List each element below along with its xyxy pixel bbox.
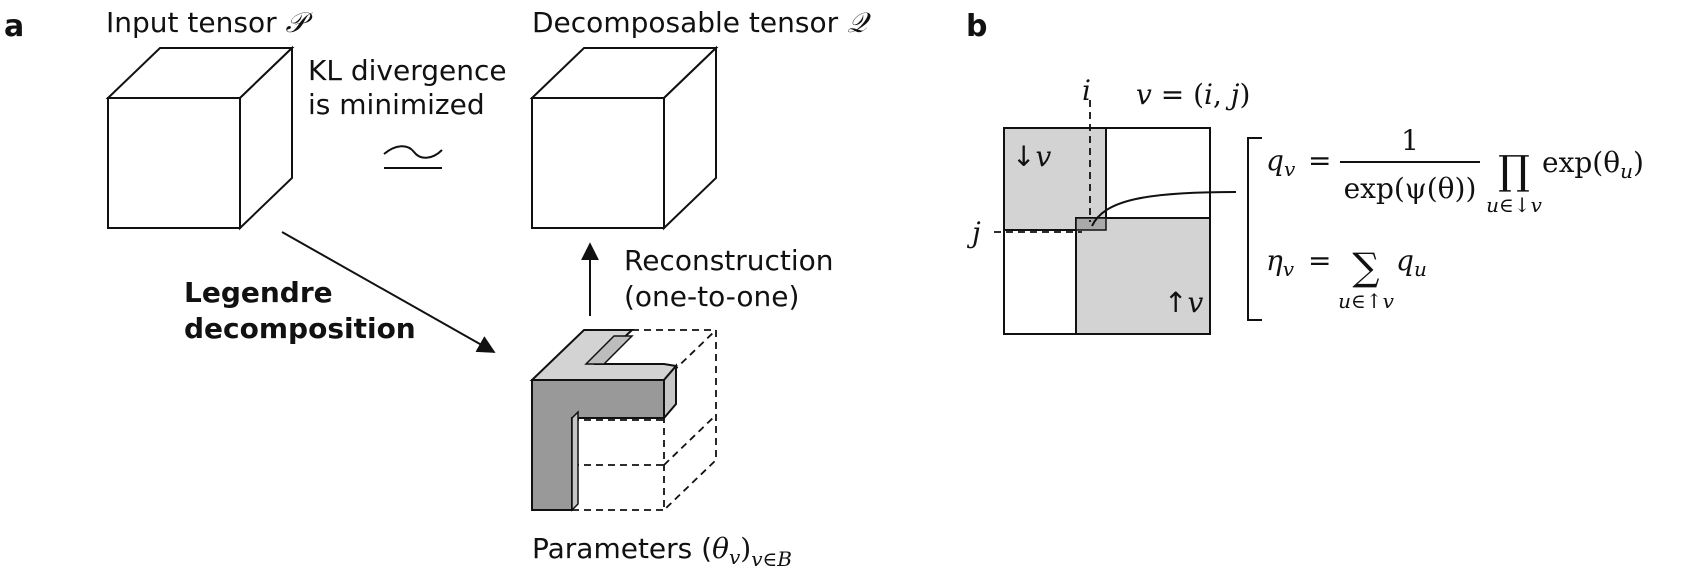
svg-text:ηv: ηv <box>1266 244 1295 281</box>
approx-symbol <box>383 145 443 169</box>
kl-divergence-label: KL divergence <box>308 54 507 87</box>
legendre-label-line2: decomposition <box>184 312 416 345</box>
svg-text:1: 1 <box>1401 124 1419 157</box>
panel-b-label: b <box>966 9 987 44</box>
svg-text:u∈↓v: u∈↓v <box>1486 193 1542 217</box>
kl-minimized-label: is minimized <box>308 88 485 121</box>
decomposable-tensor-cube <box>529 45 719 231</box>
svg-text:∏: ∏ <box>1498 148 1530 194</box>
svg-text:qv: qv <box>1266 144 1296 181</box>
legendre-arrow <box>281 231 496 353</box>
up-v-label: ↑v <box>1164 286 1203 319</box>
panel-a-label: a <box>4 9 24 44</box>
v-cell <box>1075 217 1107 231</box>
formula-bracket <box>1247 137 1262 321</box>
down-v-label: ↓v <box>1012 140 1051 173</box>
svg-text:qu: qu <box>1396 244 1427 281</box>
decomposable-tensor-label: Decomposable tensor 𝒬 <box>532 6 871 39</box>
up-v-region <box>1075 217 1211 335</box>
svg-text:exp(ψ(θ)): exp(ψ(θ)) <box>1344 172 1477 205</box>
input-tensor-cube <box>105 45 295 231</box>
j-label: j <box>966 216 981 249</box>
input-tensor-label: Input tensor 𝒫 <box>106 6 313 39</box>
reconstruction-label-line1: Reconstruction <box>624 244 834 277</box>
parameters-label: Parameters (θv)v∈B <box>532 532 792 571</box>
reconstruction-label-line2: (one-to-one) <box>624 280 799 313</box>
legendre-label-line1: Legendre <box>184 276 333 309</box>
poset-grid <box>994 100 1211 335</box>
leader-line <box>1091 191 1237 227</box>
parameters-block <box>529 329 717 512</box>
i-label: i <box>1082 74 1091 107</box>
svg-text:∑: ∑ <box>1352 245 1379 289</box>
down-v-region <box>1003 127 1107 231</box>
svg-text:exp(θu): exp(θu) <box>1542 146 1644 183</box>
svg-text:=: = <box>1308 244 1331 277</box>
eta-formula: ηv = ∑ u∈↑v qu <box>1266 244 1427 313</box>
v-definition: v = (i, j) <box>1136 78 1250 111</box>
q-formula: qv = 1 exp(ψ(θ)) ∏ u∈↓v exp(θu) <box>1266 124 1644 217</box>
svg-text:=: = <box>1308 144 1331 177</box>
svg-text:u∈↑v: u∈↑v <box>1338 289 1394 313</box>
